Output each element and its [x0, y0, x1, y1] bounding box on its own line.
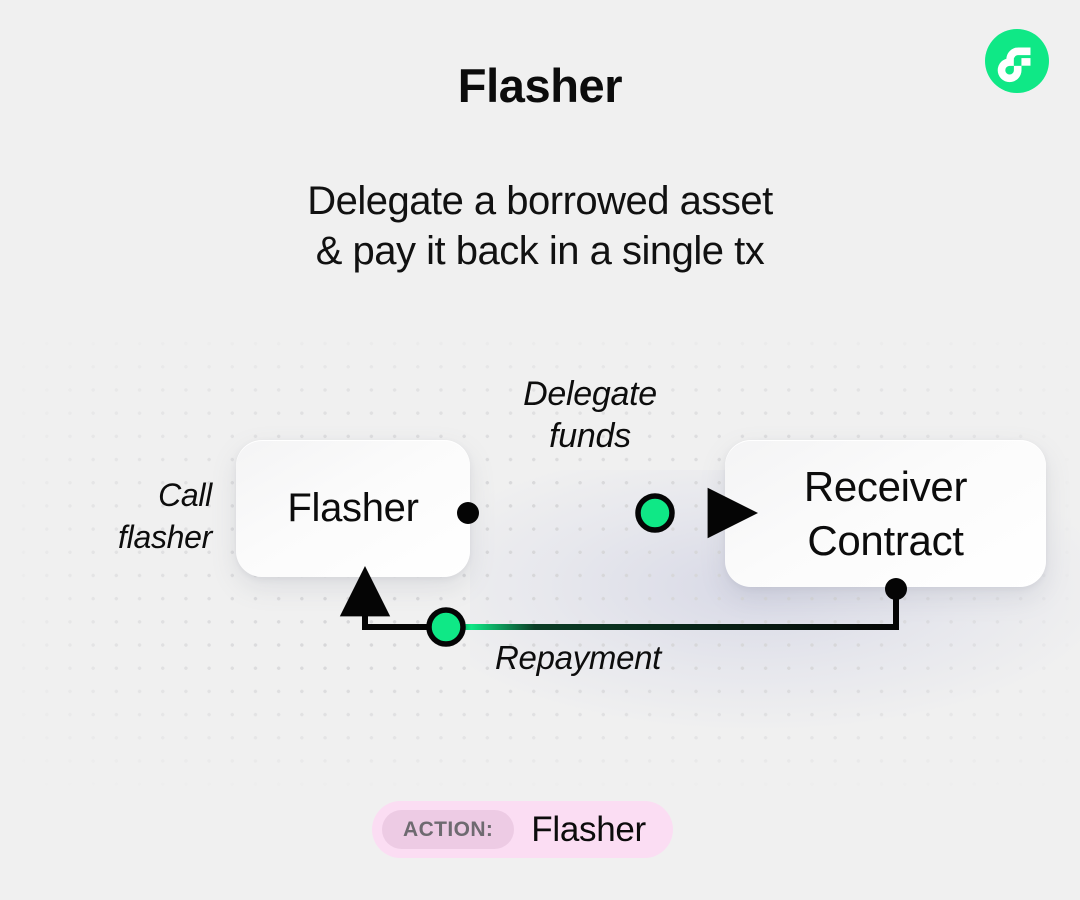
edge-repayment — [339, 566, 907, 647]
page-subtitle: Delegate a borrowed asset & pay it back … — [0, 176, 1080, 276]
node-receiver-contract[interactable]: Receiver Contract — [725, 440, 1046, 587]
subtitle-line-2: & pay it back in a single tx — [315, 229, 765, 273]
edge-repayment-token-dot — [426, 607, 466, 647]
action-badge: ACTION: Flasher — [372, 801, 673, 858]
action-badge-chip: ACTION: — [382, 810, 515, 849]
label-call-flasher-line-1: Call — [158, 477, 212, 513]
node-flasher-label: Flasher — [287, 486, 419, 530]
subtitle-line-1: Delegate a borrowed asset — [307, 179, 773, 223]
edge-delegate-funds — [457, 487, 758, 539]
edge-label-delegate-line-2: funds — [549, 417, 631, 455]
action-badge-value: Flasher — [531, 809, 646, 849]
edge-label-repayment: Repayment — [495, 639, 662, 676]
edge-label-delegate-funds: Delegate funds — [470, 373, 710, 457]
node-receiver-label-line-2: Contract — [807, 516, 964, 564]
edge-delegate-token-dot — [635, 493, 675, 533]
flow-logo-icon — [985, 29, 1049, 93]
page-title: Flasher — [457, 59, 623, 112]
label-call-flasher-line-2: flasher — [118, 519, 212, 555]
label-call-flasher: Call flasher — [30, 474, 212, 558]
node-flasher[interactable]: Flasher — [236, 440, 470, 577]
node-receiver-label-line-1: Receiver — [803, 462, 968, 510]
edge-label-delegate-line-1: Delegate — [523, 375, 657, 413]
